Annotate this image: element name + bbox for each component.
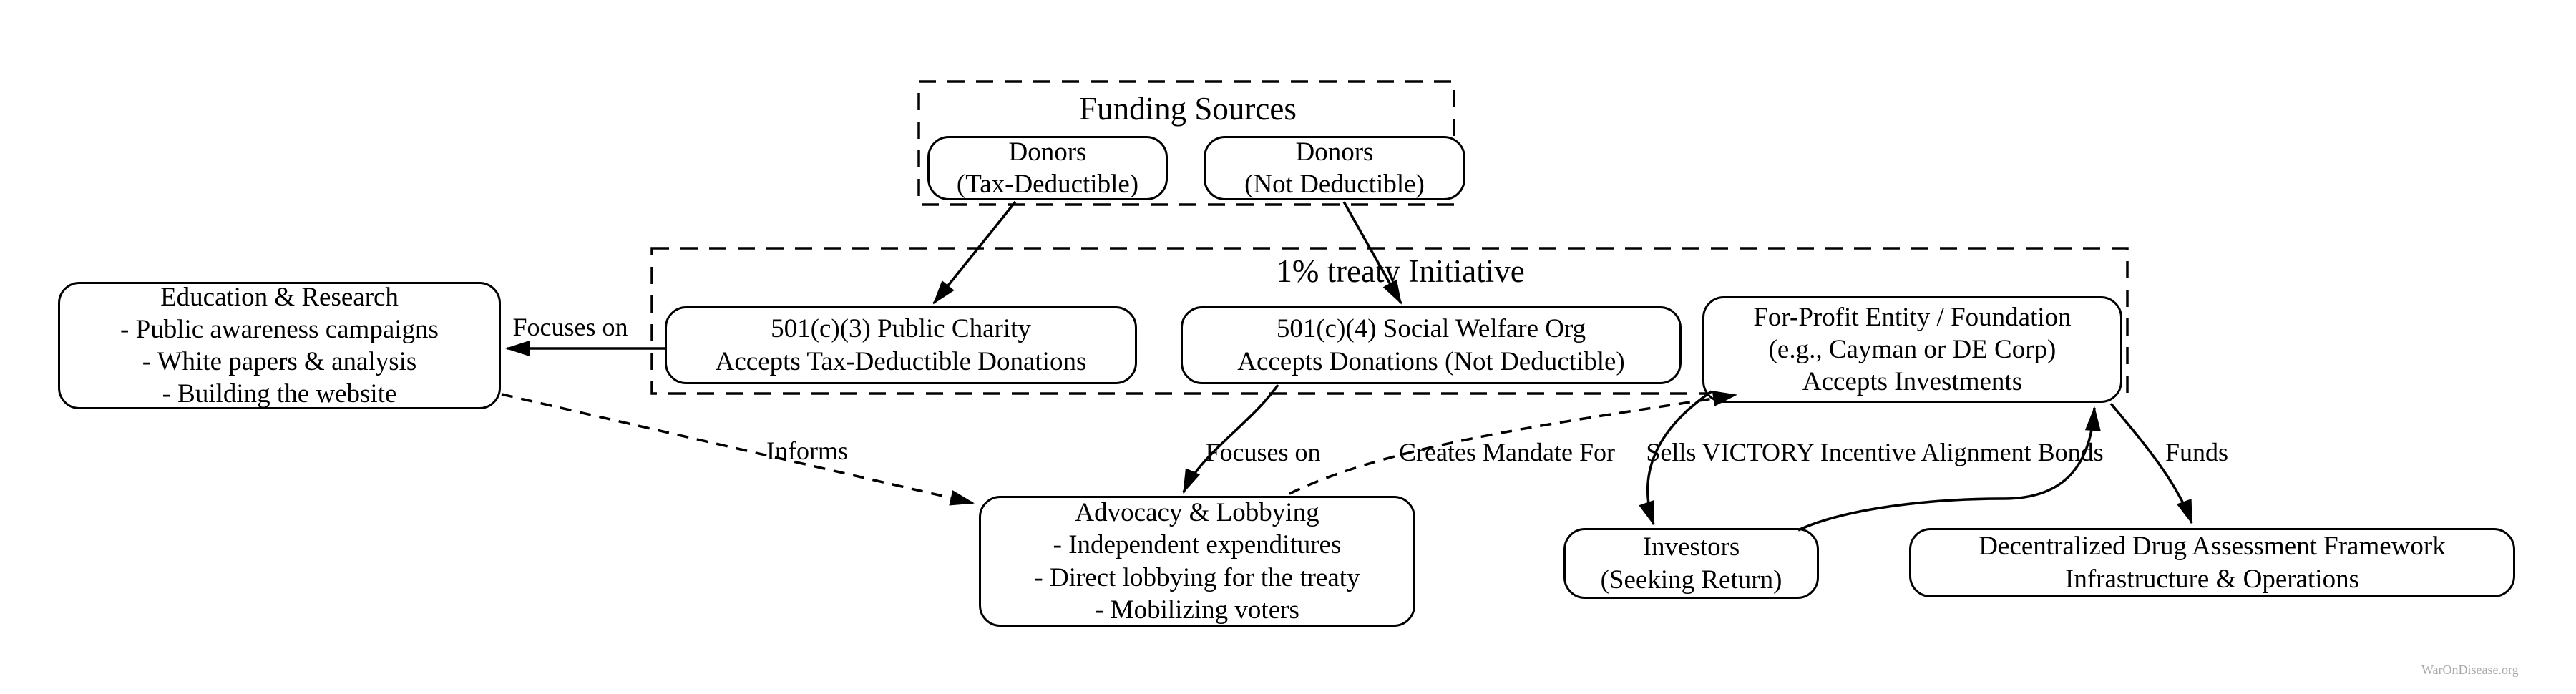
node-line: Education & Research (160, 282, 399, 312)
node-donors-tax-deductible: Donors (Tax-Deductible) (927, 136, 1168, 200)
node-line: - Building the website (162, 379, 397, 409)
node-line: Donors (1295, 137, 1374, 167)
edge-label-informs: Informs (766, 436, 848, 465)
treaty-initiative-cluster-title: 1% treaty Initiative (1276, 253, 1525, 289)
node-line: Advocacy & Lobbying (1075, 498, 1319, 528)
node-line: (Not Deductible) (1244, 170, 1425, 199)
node-line: For-Profit Entity / Foundation (1753, 302, 2072, 332)
node-line: Accepts Tax-Deductible Donations (715, 346, 1087, 376)
watermark-waron-disease: WarOnDisease.org (2421, 663, 2519, 677)
funding-sources-cluster-title: Funding Sources (1079, 91, 1297, 127)
edge-education-to-advocacy-informs (501, 393, 975, 506)
node-line: 501(c)(4) Social Welfare Org (1276, 314, 1586, 344)
node-ddaf: Decentralized Drug Assessment Framework … (1909, 528, 2515, 597)
node-for-profit-entity: For-Profit Entity / Foundation (e.g., Ca… (1702, 296, 2122, 403)
node-line: (e.g., Cayman or DE Corp) (1768, 334, 2057, 364)
node-line: 501(c)(3) Public Charity (771, 314, 1031, 344)
edge-label-funds: Funds (2165, 438, 2229, 466)
node-line: (Tax-Deductible) (956, 170, 1139, 199)
edge-label-focuses-on-education: Focuses on (512, 313, 628, 341)
node-advocacy-lobbying: Advocacy & Lobbying - Independent expend… (979, 496, 1415, 627)
node-line: (Seeking Return) (1600, 565, 1782, 595)
edge-label-sells-victory-bonds: Sells VICTORY Incentive Alignment Bonds (1646, 438, 2104, 466)
node-line: - Independent expenditures (1053, 530, 1342, 560)
node-line: Investors (1642, 532, 1740, 562)
edge-donors-tax-deductible-to-501c3 (932, 200, 1017, 305)
node-line: Donors (1008, 137, 1087, 167)
node-line: Accepts Donations (Not Deductible) (1237, 346, 1625, 376)
node-investors: Investors (Seeking Return) (1563, 528, 1819, 599)
node-line: - Direct lobbying for the treaty (1034, 562, 1360, 592)
node-line: - Public awareness campaigns (120, 314, 439, 344)
edge-label-creates-mandate-for: Creates Mandate For (1399, 438, 1615, 466)
edge-label-focuses-on-advocacy: Focuses on (1205, 438, 1321, 466)
node-line: - White papers & analysis (142, 347, 417, 376)
edge-investors-to-for-profit (1797, 406, 2101, 532)
node-line: Accepts Investments (1802, 367, 2023, 397)
node-501c3-public-charity: 501(c)(3) Public Charity Accepts Tax-Ded… (665, 306, 1137, 384)
node-donors-not-deductible: Donors (Not Deductible) (1204, 136, 1465, 200)
node-501c4-social-welfare: 501(c)(4) Social Welfare Org Accepts Don… (1181, 306, 1682, 384)
node-line: Decentralized Drug Assessment Framework (1979, 532, 2446, 562)
node-education-research: Education & Research - Public awareness … (58, 282, 501, 409)
node-line: - Mobilizing voters (1095, 595, 1299, 625)
node-line: Infrastructure & Operations (2065, 564, 2359, 594)
